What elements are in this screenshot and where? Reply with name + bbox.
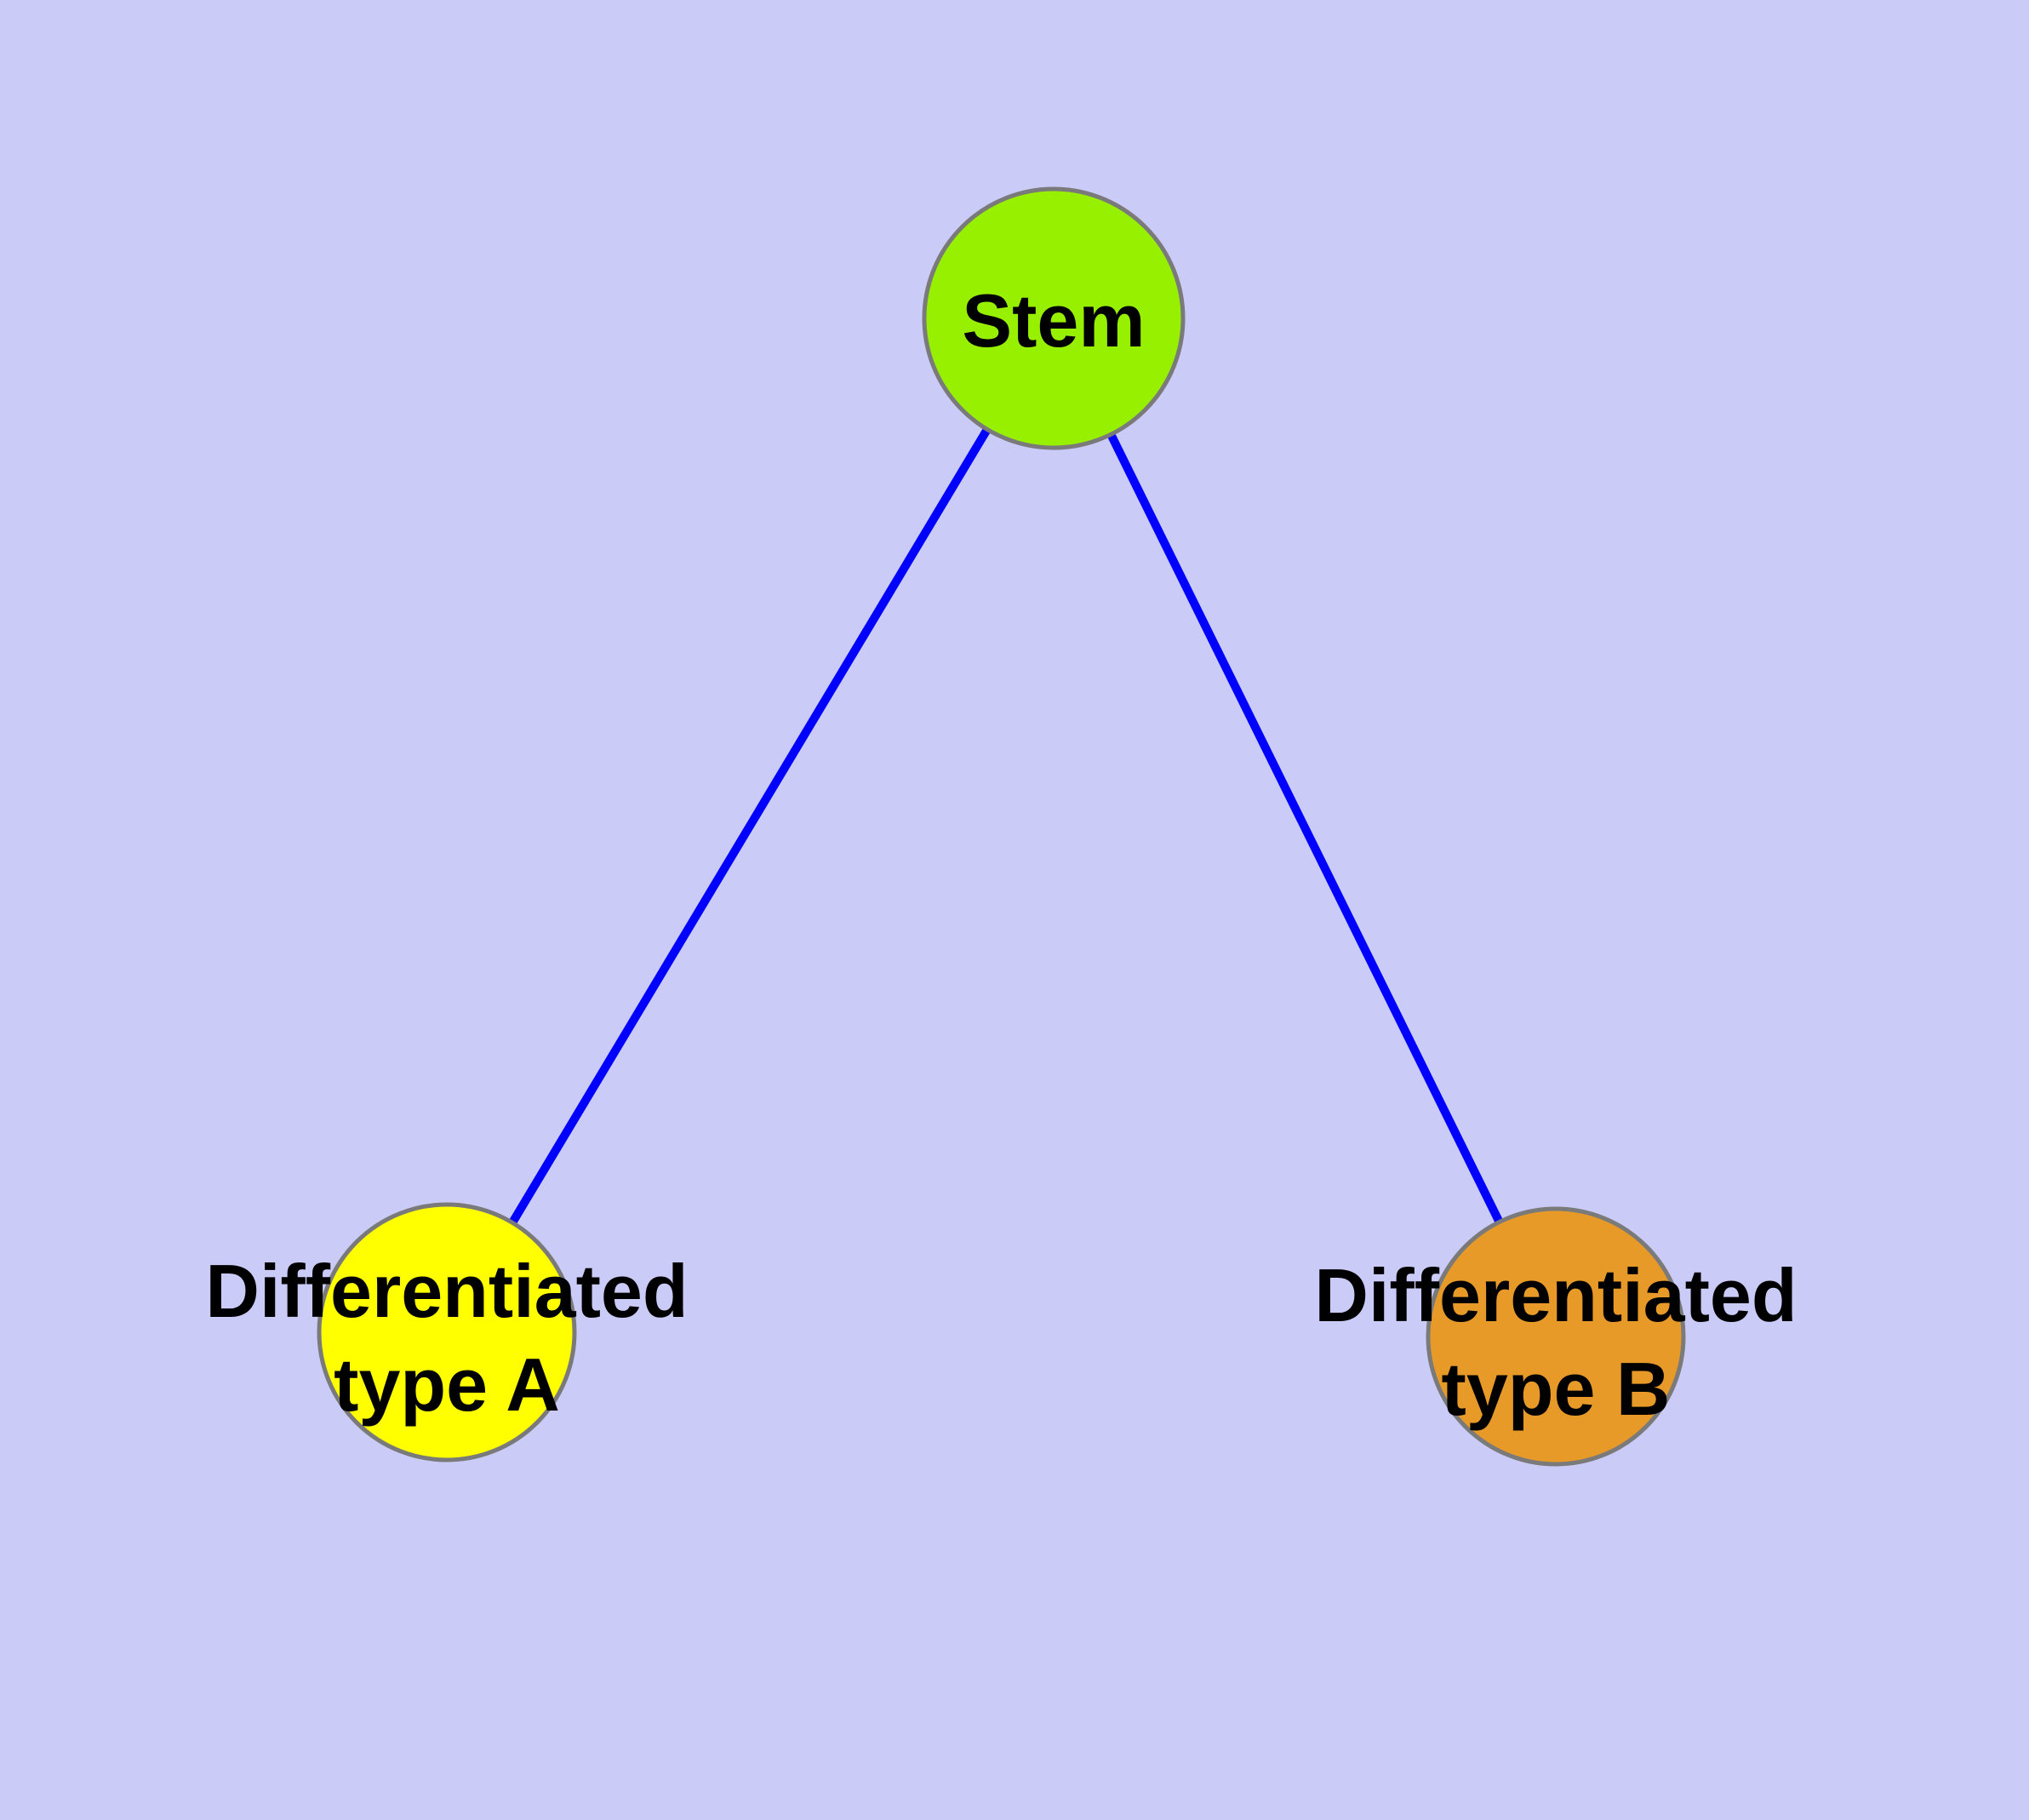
node-differentiated-type-a — [317, 1202, 577, 1462]
node-differentiated-type-a-label-line1: Differentiated — [205, 1249, 688, 1333]
node-differentiated-type-b-label-line1: Differentiated — [1314, 1253, 1797, 1337]
edge-stem-to-type-b — [1049, 316, 1560, 1339]
node-differentiated-type-b-label-line2: type B — [1442, 1347, 1671, 1431]
node-stem — [922, 186, 1186, 450]
edge-stem-to-type-a — [443, 316, 1058, 1335]
node-differentiated-type-a-label-line2: type A — [334, 1342, 560, 1427]
node-stem-label: Stem — [962, 278, 1145, 363]
node-differentiated-type-b — [1426, 1206, 1686, 1467]
